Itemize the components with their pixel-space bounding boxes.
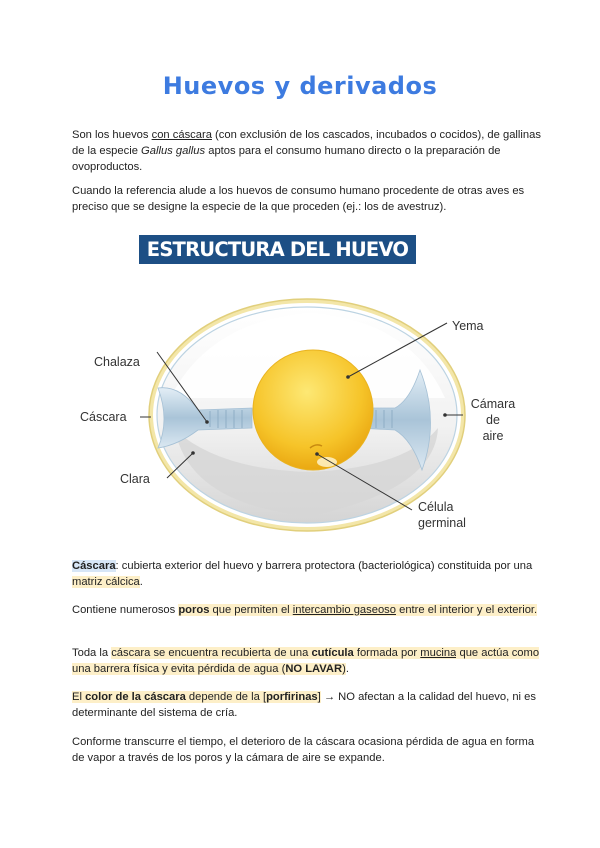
text-span: aptos para el consumo humano directo o l… (72, 145, 501, 173)
text-span: . (139, 576, 143, 588)
bold-term: cutícula (311, 647, 354, 659)
underlined-term: intercambio gaseoso (292, 604, 396, 616)
text-span: Toda la (72, 647, 112, 659)
highlighted-text: ] (317, 691, 321, 703)
highlighted-text: matriz cálcica (72, 576, 140, 588)
label-line: germinal (418, 516, 466, 530)
bold-term: NO LAVAR (285, 663, 343, 675)
label-line: aire (482, 429, 504, 443)
highlighted-text: cáscara se encuentra recubierta de una (111, 647, 312, 659)
highlighted-text: depende de la [ (185, 691, 267, 703)
highlighted-text: entre el interior y el exterior. (396, 604, 538, 616)
text-span: Contiene numerosos (72, 604, 179, 616)
highlighted-text: que permiten el (209, 604, 293, 616)
underlined-term: con cáscara (151, 129, 212, 141)
text-span: . (345, 663, 349, 675)
bold-term: porfirinas (266, 691, 318, 703)
highlighted-text: El (72, 691, 86, 703)
intro-paragraph-1: Son los huevos con cáscara (con exclusió… (72, 127, 542, 175)
poros-paragraph: Contiene numerosos poros que permiten el… (72, 602, 542, 618)
label-line: de (486, 413, 500, 427)
intro-paragraph-2: Cuando la referencia alude a los huevos … (72, 185, 525, 213)
page-title: Huevos y derivados (162, 72, 438, 100)
color-paragraph: El color de la cáscara depende de la [po… (72, 689, 542, 721)
label-celula-germinal: Célula germinal (418, 499, 466, 531)
bold-term: poros (178, 604, 210, 616)
highlighted-text: ) (342, 663, 346, 675)
species-name: Gallus gallus (141, 145, 206, 157)
label-line: Cámara (470, 397, 516, 411)
text-span: : cubierta exterior del huevo y barrera … (115, 560, 533, 572)
cascara-definition: Cáscara: cubierta exterior del huevo y b… (72, 558, 542, 590)
highlighted-text: formada por (353, 647, 421, 659)
egg-illustration (140, 298, 466, 532)
underlined-term: mucina (420, 647, 457, 659)
key-term: Cáscara (72, 560, 116, 572)
label-yema: Yema (452, 319, 484, 333)
text-span: Son los huevos (72, 129, 152, 141)
label-camara-de-aire: Cámara de aire (465, 396, 521, 444)
text-span: (con exclusión de los cascados, incubado… (72, 129, 541, 157)
cuticula-paragraph: Toda la cáscara se encuentra recubierta … (72, 645, 542, 677)
label-cascara: Cáscara (80, 410, 127, 424)
egg-structure-diagram: Chalaza Cáscara Clara Yema Cámara de air… (60, 280, 540, 545)
label-line: Célula (418, 500, 454, 514)
bold-term: color de la cáscara (85, 691, 186, 703)
label-chalaza: Chalaza (94, 355, 140, 369)
deterioro-paragraph: Conforme transcurre el tiempo, el deteri… (72, 736, 535, 764)
label-clara: Clara (120, 472, 150, 486)
section-banner: ESTRUCTURA DEL HUEVO (139, 235, 416, 264)
text-span: → NO afectan a la calidad del huevo, ni … (72, 691, 536, 719)
